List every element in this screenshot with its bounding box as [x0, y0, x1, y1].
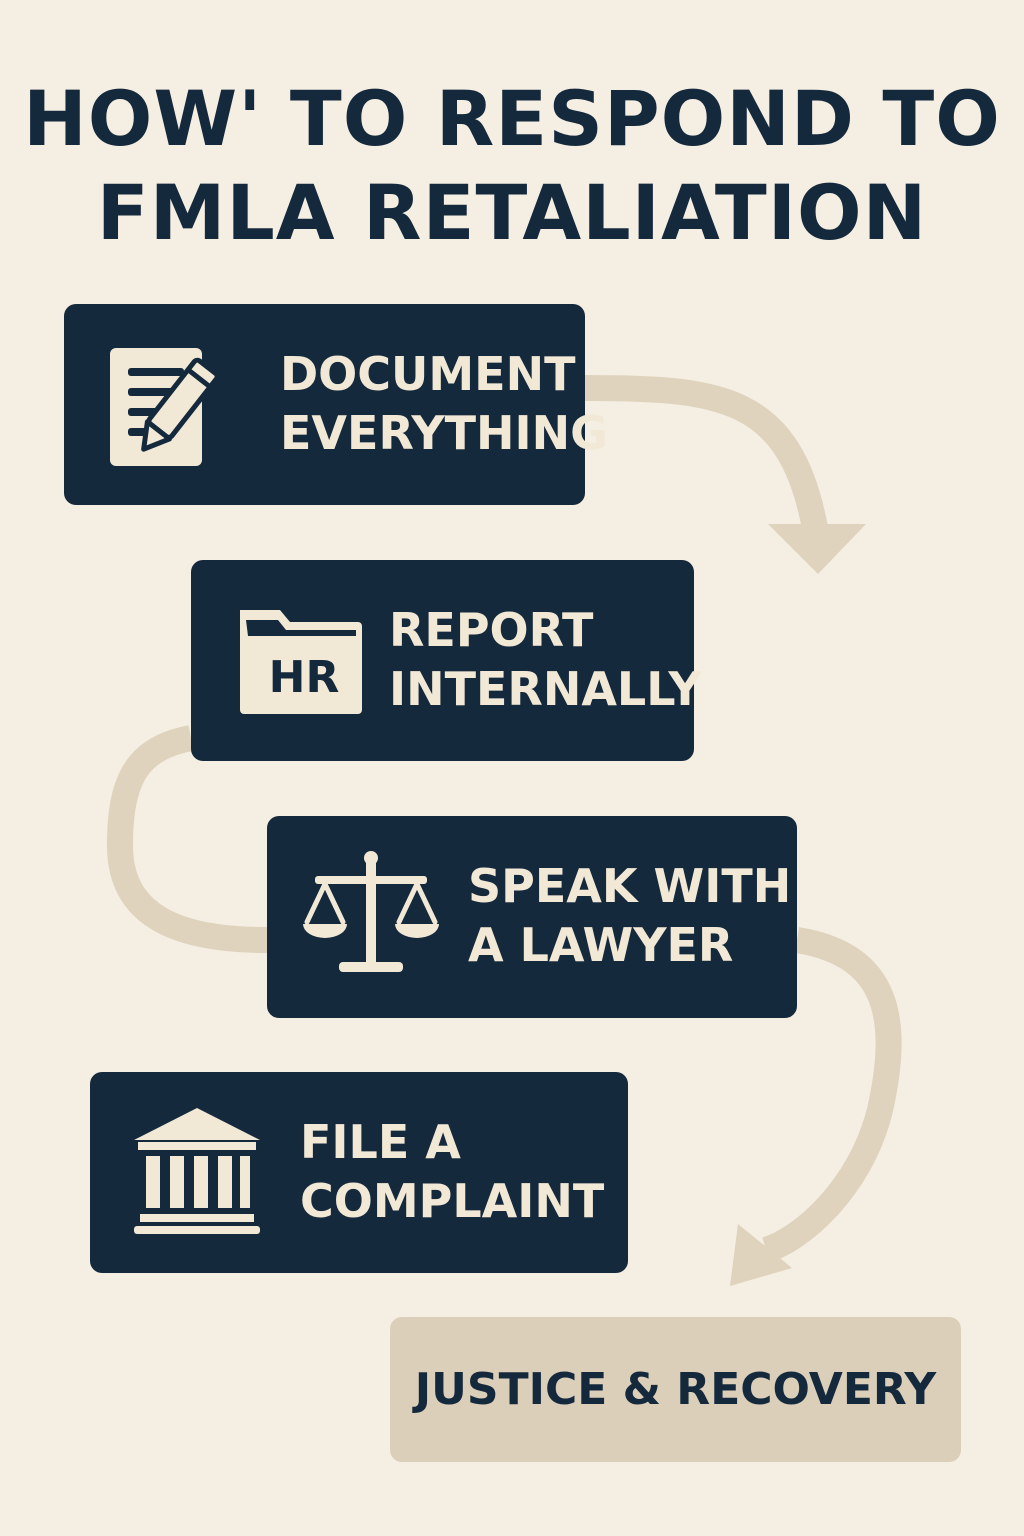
title-line-2: FMLA RETALIATION	[96, 168, 928, 257]
step-label: SPEAK WITH A LAWYER	[468, 857, 791, 975]
step-speak-with-a-lawyer: SPEAK WITH A LAWYER	[267, 816, 797, 1018]
arrowhead-1	[768, 524, 866, 574]
connector-3-to-4	[761, 927, 902, 1263]
step-report-internally: HR REPORT INTERNALLY	[191, 560, 702, 761]
outcome-box: JUSTICE & RECOVERY	[390, 1317, 961, 1462]
step-label-line-2: COMPLAINT	[300, 1174, 605, 1228]
connector-1-to-2	[584, 375, 828, 531]
step-document-everything: DOCUMENT EVERYTHING	[64, 304, 608, 505]
courthouse-icon	[134, 1108, 260, 1234]
step-label: FILE A COMPLAINT	[300, 1113, 604, 1231]
outcome-label: JUSTICE & RECOVERY	[414, 1364, 937, 1415]
hr-folder-text: HR	[269, 652, 340, 703]
step-label-line-1: FILE A	[300, 1115, 461, 1169]
step-file-a-complaint: FILE A COMPLAINT	[90, 1072, 628, 1273]
connector-2-to-3	[106, 725, 268, 953]
step-label: REPORT INTERNALLY	[389, 601, 702, 719]
page-title: HOW' TO RESPOND TO FMLA RETALIATION	[0, 72, 1024, 260]
document-pencil-icon	[110, 348, 220, 466]
step-label-line-2: EVERYTHING	[280, 406, 608, 460]
step-label-line-1: DOCUMENT	[280, 347, 576, 401]
step-label-line-2: INTERNALLY	[389, 662, 702, 716]
scales-of-justice-icon	[303, 851, 439, 972]
arrowhead-2	[730, 1224, 792, 1286]
step-label-line-1: SPEAK WITH	[468, 859, 792, 913]
step-label-line-1: REPORT	[389, 603, 594, 657]
title-line-1: HOW' TO RESPOND TO	[23, 74, 1001, 163]
step-label-line-2: A LAWYER	[468, 918, 734, 972]
step-label: DOCUMENT EVERYTHING	[280, 345, 608, 463]
hr-folder-icon: HR	[240, 610, 362, 714]
